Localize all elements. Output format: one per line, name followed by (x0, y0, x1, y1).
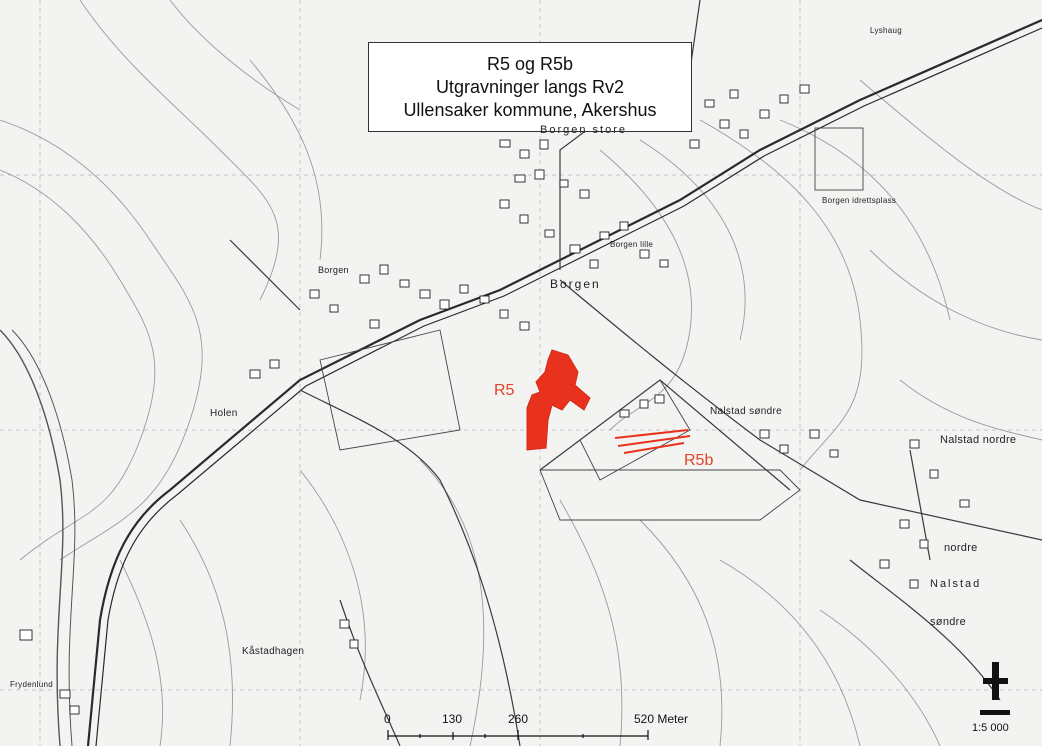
place-label-nalstad: Nalstad (930, 578, 982, 590)
site-label-r5b: R5b (684, 452, 714, 469)
place-label-kastadhagen: Kåstadhagen (242, 646, 305, 657)
scale-tick-520: 520 Meter (634, 712, 689, 726)
buildings (19, 84, 970, 715)
scale-bar (387, 730, 649, 740)
r5-excavation-area (526, 349, 591, 451)
scale-tick-130: 130 (442, 712, 463, 726)
r5b-excavation-trenches (614, 429, 691, 454)
place-label-lyshaug: Lyshaug (870, 26, 903, 35)
place-label-borgen-store: Borgen store (540, 124, 627, 136)
north-arrow-icon (980, 662, 1010, 715)
map-title-box: R5 og R5b Utgravninger langs Rv2 Ullensa… (368, 42, 692, 132)
scale-tick-0: 0 (384, 712, 391, 726)
place-label-borgen-small: Borgen (318, 265, 349, 275)
title-line-1: R5 og R5b (486, 53, 574, 74)
place-label-borgen-idrettsplass: Borgen idrettsplass (822, 196, 897, 205)
title-line-2: Utgravninger langs Rv2 (435, 76, 625, 97)
place-label-holen: Holen (210, 408, 238, 419)
river (0, 329, 64, 746)
property-boundaries (319, 127, 864, 521)
scale-ratio: 1:5 000 (972, 722, 1009, 734)
place-label-nordre: nordre (944, 542, 978, 554)
scale-tick-260: 260 (508, 712, 529, 726)
title-line-3: Ullensaker kommune, Akershus (403, 99, 657, 120)
place-label-nalstad-nordre: Nalstad nordre (940, 434, 1017, 446)
place-label-sondre: søndre (930, 616, 967, 628)
place-label-nalstad-sondre: Nalstad søndre (710, 406, 783, 417)
place-label-borgen: Borgen (550, 277, 601, 291)
place-label-borgen-lille: Borgen lille (610, 240, 654, 249)
site-label-r5: R5 (494, 382, 515, 399)
place-label-frydenlund: Frydenlund (10, 680, 54, 689)
